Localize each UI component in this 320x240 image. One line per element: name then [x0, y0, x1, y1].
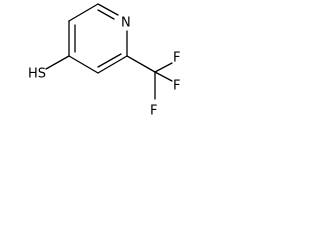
substituent-bonds: [45, 55, 173, 100]
bond-c-f-top: [154, 62, 173, 73]
bond-c4-s: [45, 55, 70, 70]
pyridine-ring: [68, 3, 128, 74]
atom-label-nitrogen: N: [121, 16, 131, 31]
bond-c-f-right: [154, 71, 173, 82]
double-bond-inner-bottom: [97, 53, 122, 68]
atom-label-fluorine-right: F: [173, 79, 180, 94]
double-bond-inner-top: [97, 9, 115, 20]
bond-c2-cf3: [126, 55, 156, 73]
bond-c2-c3: [97, 55, 128, 74]
atom-labels: N HS F F F: [28, 16, 180, 119]
bond-c6-n: [97, 3, 119, 16]
bond-c3-c4b: [68, 55, 99, 74]
atom-label-fluorine-top: F: [173, 51, 180, 66]
atom-label-thiol: HS: [28, 67, 46, 82]
atom-label-fluorine-bottom: F: [150, 104, 157, 119]
bond-c5-c6: [68, 3, 99, 22]
structure-diagram: N HS F F F: [28, 3, 180, 119]
